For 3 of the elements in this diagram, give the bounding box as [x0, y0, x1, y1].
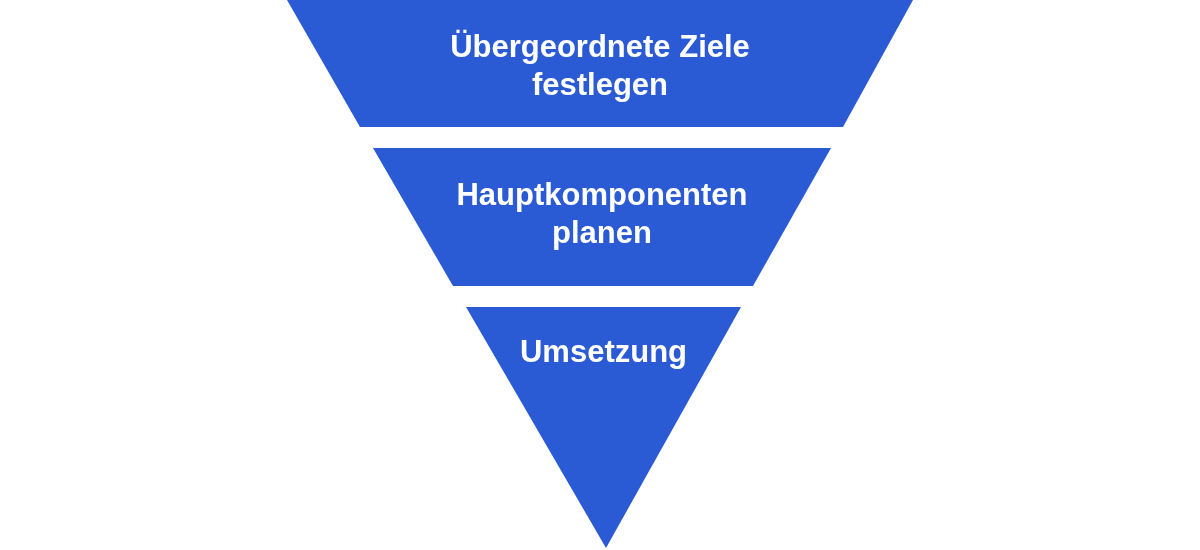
tier-label: Übergeordnete Ziele festlegen — [449, 28, 751, 104]
tier-label: Hauptkomponenten planen — [455, 176, 749, 252]
tier-label: Umsetzung — [519, 333, 688, 371]
